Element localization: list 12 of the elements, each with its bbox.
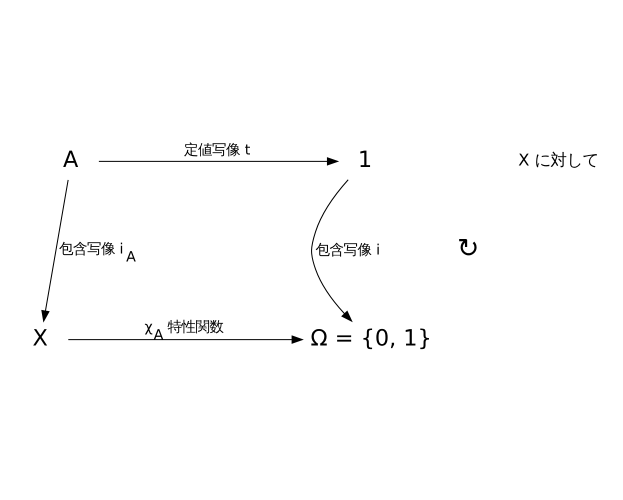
label: X に対して — [518, 150, 599, 169]
arrow — [68, 334, 304, 344]
arrow — [311, 178, 353, 322]
node-text: X — [32, 324, 48, 351]
node-text: A — [63, 146, 78, 173]
node-text: Ω = {0, 1} — [310, 324, 432, 351]
label: ↻ — [457, 232, 480, 264]
arrow — [98, 156, 340, 166]
edge-label: 包含写像 i — [316, 242, 380, 258]
node-text: 1 — [358, 146, 372, 173]
edge-label: 定値写像 t — [184, 142, 250, 158]
arrow — [41, 179, 69, 322]
